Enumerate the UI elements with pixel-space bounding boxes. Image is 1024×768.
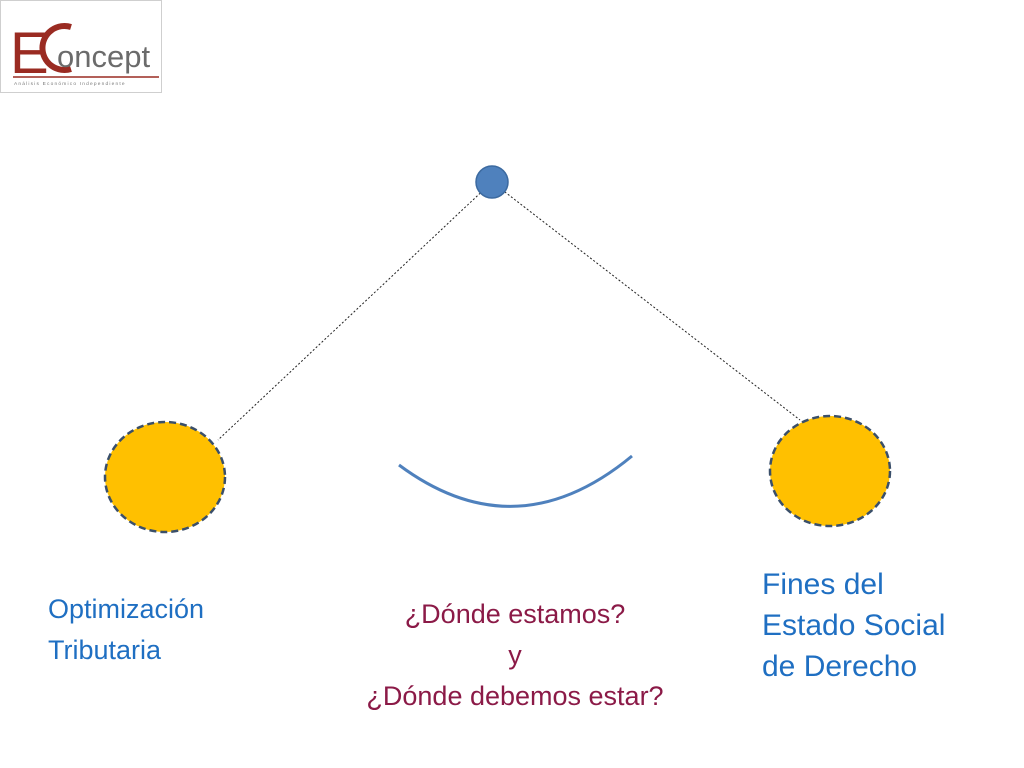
question-line-2: y: [508, 640, 522, 670]
logo-tagline: Análisis Económico Independiente: [14, 81, 126, 87]
left-node-optimizacion: [103, 420, 227, 534]
logo-oncept: oncept: [57, 39, 150, 74]
econcept-logo-mark: E oncept Análisis Económico Independient…: [10, 21, 159, 87]
label-optimizacion-tributaria: Optimización Tributaria: [48, 594, 205, 665]
top-pivot-node: [475, 165, 509, 199]
question-block: ¿Dónde estamos? y ¿Dónde debemos estar?: [315, 594, 715, 717]
left-connector-line: [217, 181, 493, 441]
econcept-logo: E oncept Análisis Económico Independient…: [0, 0, 162, 93]
right-node-fines: [768, 414, 892, 528]
logo-letter-c: [39, 23, 72, 73]
question-line-1: ¿Dónde estamos?: [404, 599, 626, 629]
label-fines-estado-social: Fines del Estado Social de Derecho: [762, 568, 946, 683]
right-connector-line: [491, 181, 801, 421]
balance-arc: [398, 454, 633, 508]
question-line-3: ¿Dónde debemos estar?: [366, 681, 664, 711]
